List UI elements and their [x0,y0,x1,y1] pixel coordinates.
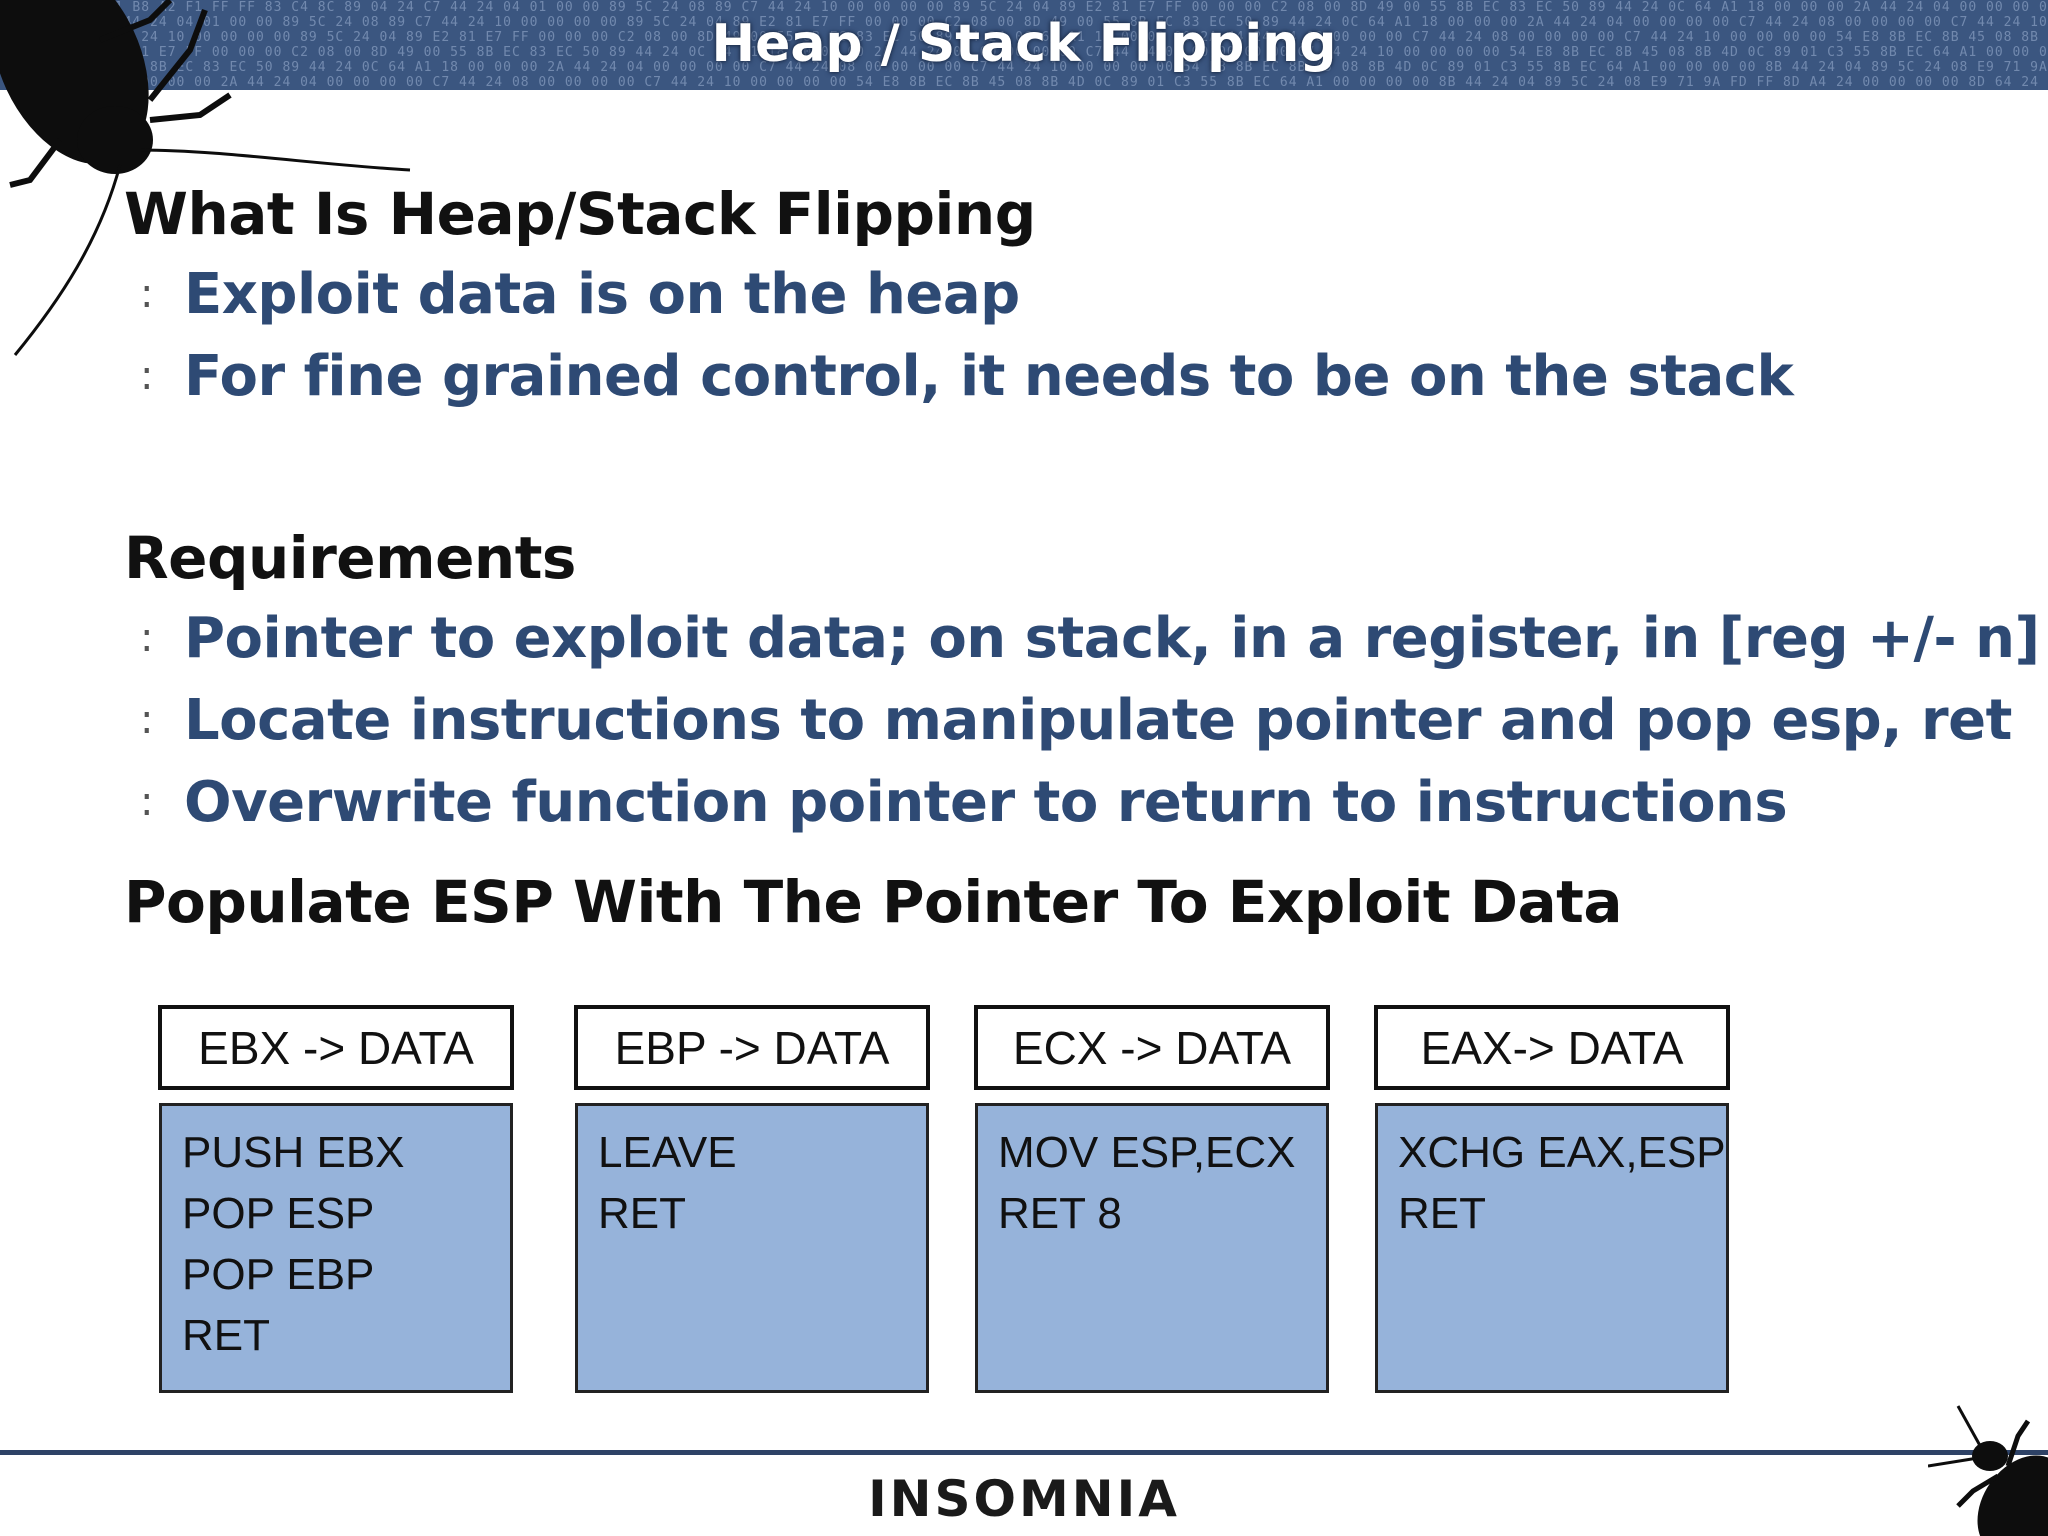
section-heading: What Is Heap/Stack Flipping [124,180,1036,248]
section-heading: Requirements [124,524,576,592]
bullet-item: : Overwrite function pointer to return to… [140,770,1788,835]
register-label: EBX -> DATA [158,1005,514,1090]
bullet-marker: : [140,271,153,317]
instruction-box: PUSH EBX POP ESP POP EBP RET [159,1103,513,1393]
instruction-box: LEAVE RET [575,1103,929,1393]
instruction-line: XCHG EAX,ESP [1398,1128,1726,1177]
bullet-marker: : [140,615,153,661]
bullet-text: Overwrite function pointer to return to … [184,770,1788,835]
register-label: EBP -> DATA [574,1005,930,1090]
register-gadget-ebp: EBP -> DATA LEAVE RET [574,1005,930,1393]
bullet-text: Pointer to exploit data; on stack, in a … [184,606,2040,671]
instruction-line: RET [1398,1189,1486,1238]
register-label: EAX-> DATA [1374,1005,1730,1090]
slide-title: Heap / Stack Flipping [711,14,1337,74]
cockroach-icon [1928,1405,2048,1536]
bullet-text: Locate instructions to manipulate pointe… [184,688,2012,753]
instruction-line: MOV ESP,ECX [998,1128,1296,1177]
bullet-marker: : [140,697,153,743]
section-heading: Populate ESP With The Pointer To Exploit… [124,868,1623,936]
register-gadget-ebx: EBX -> DATA PUSH EBX POP ESP POP EBP RET [158,1005,514,1393]
instruction-line: RET [598,1189,686,1238]
instruction-line: POP ESP [182,1189,375,1238]
insomnia-logo: INSOMNIA [868,1470,1180,1528]
register-gadget-eax: EAX-> DATA XCHG EAX,ESP RET [1374,1005,1730,1393]
bullet-text: Exploit data is on the heap [184,262,1020,327]
instruction-line: RET 8 [998,1189,1122,1238]
instruction-box: MOV ESP,ECX RET 8 [975,1103,1329,1393]
instruction-line: LEAVE [598,1128,737,1177]
bullet-item: : Exploit data is on the heap [140,262,1020,327]
instruction-line: POP EBP [182,1250,375,1299]
instruction-line: RET [182,1311,270,1360]
instruction-box: XCHG EAX,ESP RET [1375,1103,1729,1393]
register-gadget-ecx: ECX -> DATA MOV ESP,ECX RET 8 [974,1005,1330,1393]
cockroach-icon [0,0,411,356]
bullet-item: : Pointer to exploit data; on stack, in a… [140,606,2040,671]
bullet-item: : For fine grained control, it needs to b… [140,344,1794,409]
bullet-item: : Locate instructions to manipulate point… [140,688,2012,753]
register-label: ECX -> DATA [974,1005,1330,1090]
footer-divider [0,1450,2048,1455]
bullet-text: For fine grained control, it needs to be… [184,344,1794,409]
bullet-marker: : [140,353,153,399]
instruction-line: PUSH EBX [182,1128,405,1177]
bullet-marker: : [140,779,153,825]
